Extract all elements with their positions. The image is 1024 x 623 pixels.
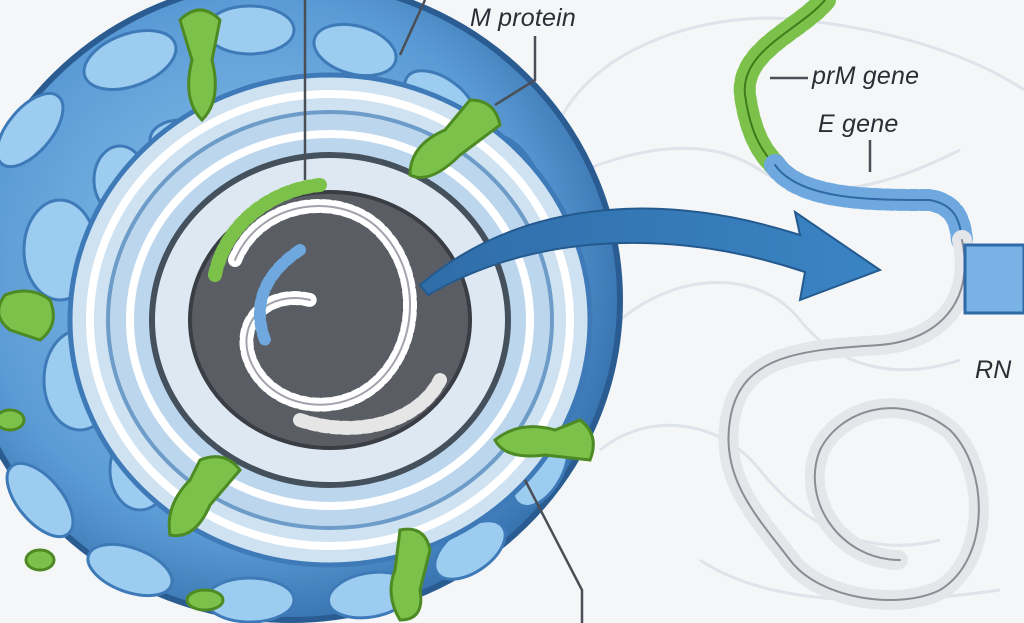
membrane-stripe-1 (86, 90, 574, 550)
virus-particle-icon (0, 0, 623, 623)
spike-proteins (0, 8, 595, 622)
leader-lines (303, 0, 872, 623)
m-protein-label: M protein (470, 4, 577, 32)
rna-helix-icon (718, 0, 989, 610)
leader-line-m-protein (494, 36, 537, 107)
membrane-stripe-3 (126, 130, 534, 510)
prm-gene-label: prM gene (812, 62, 920, 90)
internal-rna-coil (208, 178, 447, 435)
rna-label: RN (975, 356, 1012, 384)
leader-line-bottom (523, 479, 584, 623)
e-gene-label: E gene (818, 110, 899, 138)
leader-line-envelope (398, 0, 427, 56)
right-edge-block (963, 243, 1024, 315)
arrow-icon (418, 207, 883, 302)
